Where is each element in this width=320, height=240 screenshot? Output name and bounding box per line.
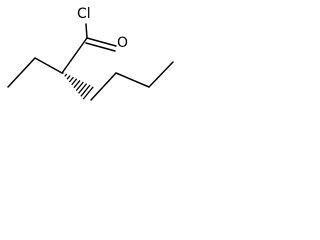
bond-butyl-3 [148,61,174,88]
hashed-wedge-bond [62,72,94,100]
bond-framework [7,23,174,101]
oxygen-atom-label: O [117,35,129,51]
bond-carbonyl-c-chlorine [85,23,88,39]
bond-ethyl-ch2-ch3 [7,57,36,88]
bond-carbonyl-alpha [61,37,88,74]
chlorine-atom-label: Cl [77,6,91,22]
bond-alpha-ethyl-ch2 [34,57,63,74]
bond-butyl-2 [115,72,150,88]
bond-carbonyl-double-1 [86,37,117,47]
bond-butyl-1 [90,72,117,101]
bond-carbonyl-double-2 [85,42,116,52]
